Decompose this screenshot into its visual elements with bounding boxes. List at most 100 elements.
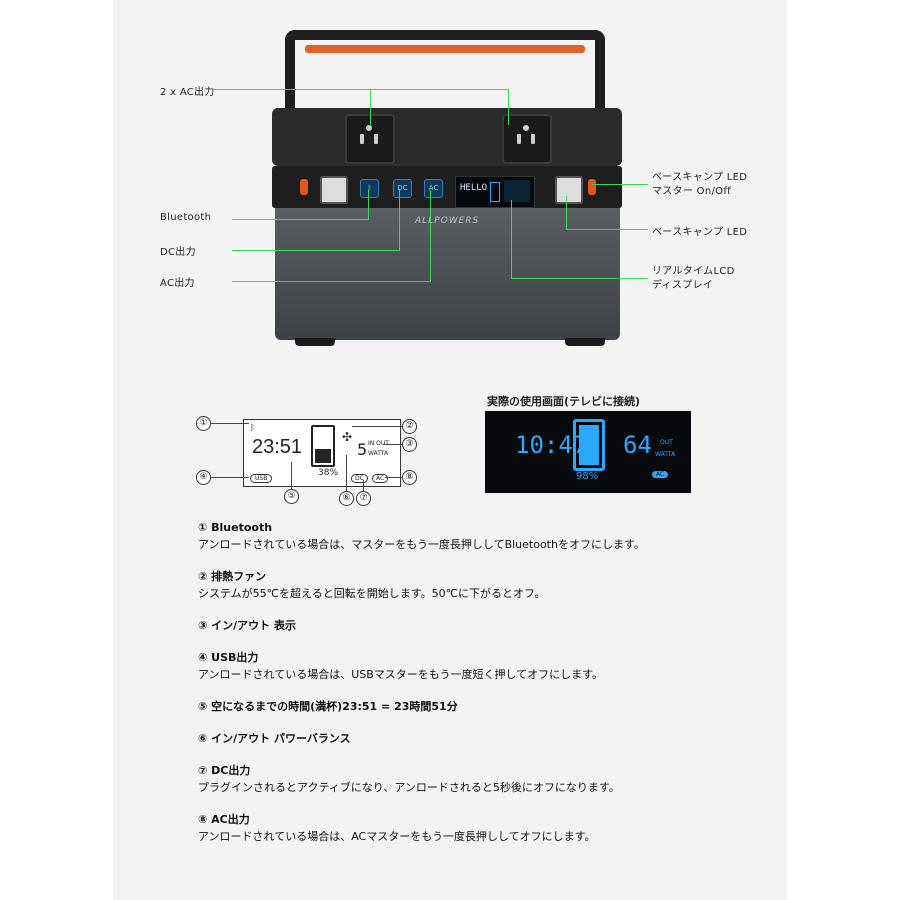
- lcd-display: HELLO: [455, 176, 535, 208]
- photo-ac-badge: AC: [652, 471, 669, 478]
- foot-right: [565, 338, 605, 346]
- photo-title: 実際の使用画面(テレビに接続): [487, 395, 641, 408]
- diagram-watts: 5: [357, 440, 368, 459]
- callout-line-bluetooth-v: [368, 190, 369, 220]
- callout-line-ac-v: [430, 190, 431, 282]
- callout-line-lcd-v: [511, 200, 512, 279]
- lcd-hello-text: HELLO: [460, 183, 488, 193]
- diagram-bluetooth-icon: ᛒ: [250, 423, 255, 432]
- photo-battery-icon: [573, 419, 605, 471]
- desc-8-title: ⑧ AC出力: [198, 813, 250, 826]
- photo-watts: 64: [623, 431, 652, 459]
- callout-line-dc-v: [399, 190, 400, 251]
- callout-led-master-line2: マスター On/Off: [652, 186, 731, 197]
- desc-1-text: アンロードされている場合は、マスターをもう一度長押ししてBluetoothをオフ…: [198, 538, 645, 551]
- callout-line-led-v: [566, 196, 567, 230]
- callout-led-master: ベースキャンプ LED マスター On/Off: [652, 171, 747, 199]
- callout-lcd-line2: ディスプレイ: [652, 280, 714, 291]
- led-light-right: [555, 176, 583, 204]
- lcd-diagram: ᛒ 23:51 38% ✣ 5 IN OUT WATTA USB DC AC: [243, 419, 401, 487]
- desc-1-title: ① Bluetooth: [198, 521, 273, 534]
- desc-3-title: ③ イン/アウト 表示: [198, 619, 296, 632]
- diagram-marker-4: ④: [196, 470, 211, 485]
- desc-7: ⑦ DC出力 プラグインされるとアクティブになり、アンロードされると5秒後にオフ…: [198, 762, 620, 796]
- diagram-battery-icon: [311, 425, 335, 467]
- desc-8-text: アンロードされている場合は、ACマスターをもう一度長押ししてオフにします。: [198, 830, 596, 843]
- lcd-right-panel: [504, 180, 530, 202]
- foot-left: [295, 338, 335, 346]
- callout-line-ac-top: [213, 89, 508, 90]
- ac-outlet-right: [502, 114, 552, 164]
- brand-logo: ALLPOWERS: [415, 216, 480, 226]
- callout-lcd: リアルタイムLCD ディスプレイ: [652, 265, 735, 293]
- photo-watta: WATTA: [655, 451, 676, 458]
- callout-led-master-line1: ベースキャンプ LED: [652, 172, 748, 183]
- photo-percent: 98%: [576, 471, 599, 482]
- callout-line-dc: [232, 250, 400, 251]
- diagram-marker-5: ⑤: [284, 489, 299, 504]
- desc-6-title: ⑥ イン/アウト パワーバランス: [198, 732, 351, 745]
- diagram-line-1: [211, 423, 249, 424]
- carry-handle: [285, 30, 605, 115]
- led-master-button: [588, 179, 596, 195]
- callout-line-ac-right: [508, 89, 509, 125]
- callout-line-lcd: [511, 278, 648, 279]
- diagram-percent: 38%: [318, 468, 339, 478]
- power-button: [300, 179, 308, 195]
- device-body: [275, 208, 620, 340]
- desc-7-title: ⑦ DC出力: [198, 764, 251, 777]
- diagram-usb-badge: USB: [250, 474, 273, 483]
- desc-8: ⑧ AC出力 アンロードされている場合は、ACマスターをもう一度長押ししてオフに…: [198, 811, 595, 845]
- desc-4-title: ④ USB出力: [198, 651, 259, 664]
- lcd-photo: 10:47 98% 64 OUT WATTA AC: [485, 411, 691, 493]
- diagram-marker-1: ①: [196, 416, 211, 431]
- diagram-marker-7: ⑦: [356, 491, 371, 506]
- handle-accent: [305, 45, 585, 53]
- diagram-line-7: [363, 480, 364, 491]
- diagram-fan-icon: ✣: [342, 430, 353, 444]
- callout-line-ac-left: [370, 89, 371, 125]
- callout-dc-out: DC出力: [160, 247, 196, 258]
- desc-1: ① Bluetooth アンロードされている場合は、マスターをもう一度長押しして…: [198, 519, 645, 553]
- photo-out: OUT: [660, 439, 673, 446]
- diagram-marker-2: ②: [402, 419, 417, 434]
- desc-4: ④ USB出力 アンロードされている場合は、USBマスターをもう一度短く押してオ…: [198, 649, 603, 683]
- dc-button: DC: [393, 179, 412, 198]
- desc-5: ⑤ 空になるまでの時間(満杯)23:51 = 23時間51分: [198, 698, 458, 715]
- callout-lcd-line1: リアルタイムLCD: [652, 266, 735, 277]
- diagram-marker-8: ⑧: [402, 470, 417, 485]
- diagram-line-8: [385, 477, 402, 478]
- callout-line-led-master: [592, 184, 648, 185]
- diagram-line-4: [211, 477, 249, 478]
- diagram-line-6: [346, 455, 347, 491]
- diagram-marker-6: ⑥: [339, 491, 354, 506]
- desc-2-title: ② 排熱ファン: [198, 570, 267, 583]
- desc-5-title: ⑤ 空になるまでの時間(満杯)23:51 = 23時間51分: [198, 700, 458, 713]
- diagram-line-2: [352, 426, 402, 427]
- callout-line-bluetooth: [232, 219, 369, 220]
- desc-4-text: アンロードされている場合は、USBマスターをもう一度短く押してオフにします。: [198, 668, 604, 681]
- power-station-image: ᛒ DC AC HELLO ALLPOWERS: [270, 30, 626, 350]
- callout-ac-outlets: 2 x AC出力: [160, 87, 215, 98]
- diagram-watta: WATTA: [368, 450, 389, 457]
- bluetooth-button: ᛒ: [360, 179, 379, 198]
- diagram-line-3: [383, 444, 402, 445]
- callout-led: ベースキャンプ LED: [652, 227, 748, 238]
- top-panel: [272, 108, 622, 166]
- desc-7-text: プラグインされるとアクティブになり、アンロードされると5秒後にオフになります。: [198, 781, 620, 794]
- desc-6: ⑥ イン/アウト パワーバランス: [198, 730, 351, 747]
- ac-button: AC: [424, 179, 443, 198]
- diagram-ac-badge: AC: [372, 474, 389, 483]
- diagram-time: 23:51: [252, 436, 303, 458]
- diagram-in-out: IN OUT: [368, 440, 389, 447]
- desc-2: ② 排熱ファン システムが55℃を超えると回転を開始します。50℃に下がるとオフ…: [198, 568, 546, 602]
- callout-line-led: [566, 229, 648, 230]
- desc-3: ③ イン/アウト 表示: [198, 617, 296, 634]
- desc-2-text: システムが55℃を超えると回転を開始します。50℃に下がるとオフ。: [198, 587, 546, 600]
- callout-ac-out: AC出力: [160, 278, 195, 289]
- diagram-marker-3: ③: [402, 437, 417, 452]
- diagram-line-5: [291, 462, 292, 489]
- callout-line-ac: [232, 281, 431, 282]
- led-light-left: [320, 176, 348, 204]
- callout-bluetooth: Bluetooth: [160, 212, 212, 223]
